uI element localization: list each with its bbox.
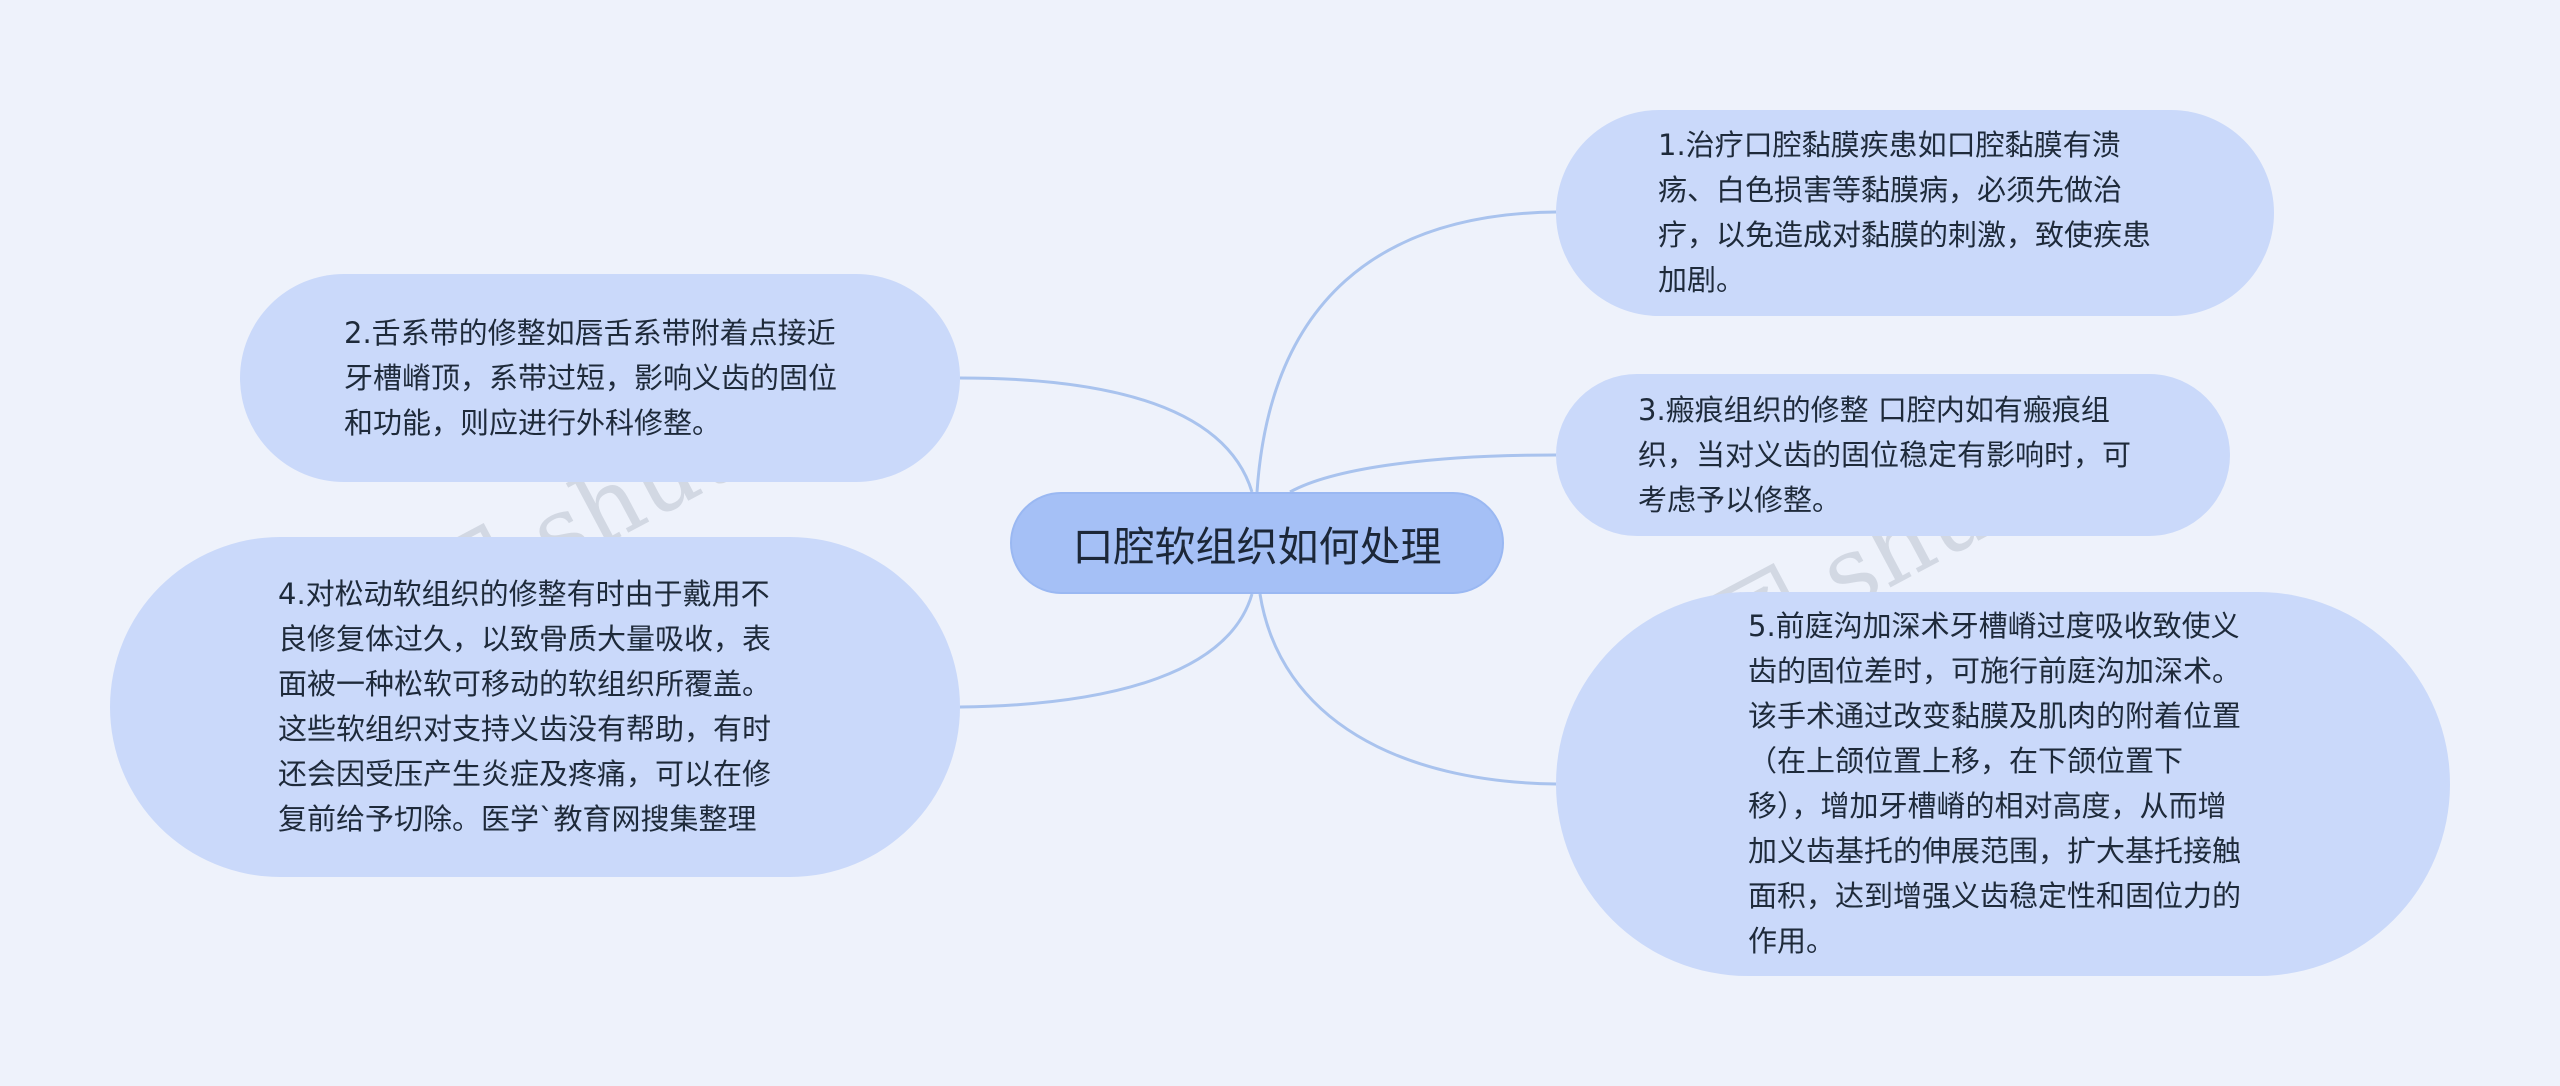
center-topic-label: 口腔软组织如何处理	[1072, 523, 1442, 571]
connector-b2	[959, 376, 1254, 493]
branch-node-4[interactable]: 4.对松动软组织的修整有时由于戴用不良修复体过久，以致骨质大量吸收，表面被一种松…	[110, 537, 960, 877]
branch-node-text: 3.瘢痕组织的修整 口腔内如有瘢痕组织，当对义齿的固位稳定有影响时，可考虑予以修…	[1638, 392, 2132, 517]
connector-b3	[1289, 453, 1557, 494]
branch-node-text: 4.对松动软组织的修整有时由于戴用不良修复体过久，以致骨质大量吸收，表面被一种松…	[278, 577, 772, 836]
center-topic-node[interactable]: 口腔软组织如何处理	[1010, 492, 1504, 594]
connector-b1	[1255, 210, 1557, 493]
connector-b4	[959, 593, 1254, 709]
branch-node-text: 2.舌系带的修整如唇舌系带附着点接近牙槽嵴顶，系带过短，影响义齿的固位和功能，则…	[344, 315, 838, 440]
branch-node-5[interactable]: 5.前庭沟加深术牙槽嵴过度吸收致使义齿的固位差时，可施行前庭沟加深术。该手术通过…	[1556, 592, 2450, 976]
branch-node-2[interactable]: 2.舌系带的修整如唇舌系带附着点接近牙槽嵴顶，系带过短，影响义齿的固位和功能，则…	[240, 274, 960, 482]
branch-node-3[interactable]: 3.瘢痕组织的修整 口腔内如有瘢痕组织，当对义齿的固位稳定有影响时，可考虑予以修…	[1556, 374, 2230, 536]
connector-b5	[1258, 593, 1557, 786]
branch-node-text: 1.治疗口腔黏膜疾患如口腔黏膜有溃疡、白色损害等黏膜病，必须先做治疗，以免造成对…	[1658, 128, 2152, 297]
branch-node-1[interactable]: 1.治疗口腔黏膜疾患如口腔黏膜有溃疡、白色损害等黏膜病，必须先做治疗，以免造成对…	[1556, 110, 2274, 316]
branch-node-text: 5.前庭沟加深术牙槽嵴过度吸收致使义齿的固位差时，可施行前庭沟加深术。该手术通过…	[1748, 609, 2242, 958]
